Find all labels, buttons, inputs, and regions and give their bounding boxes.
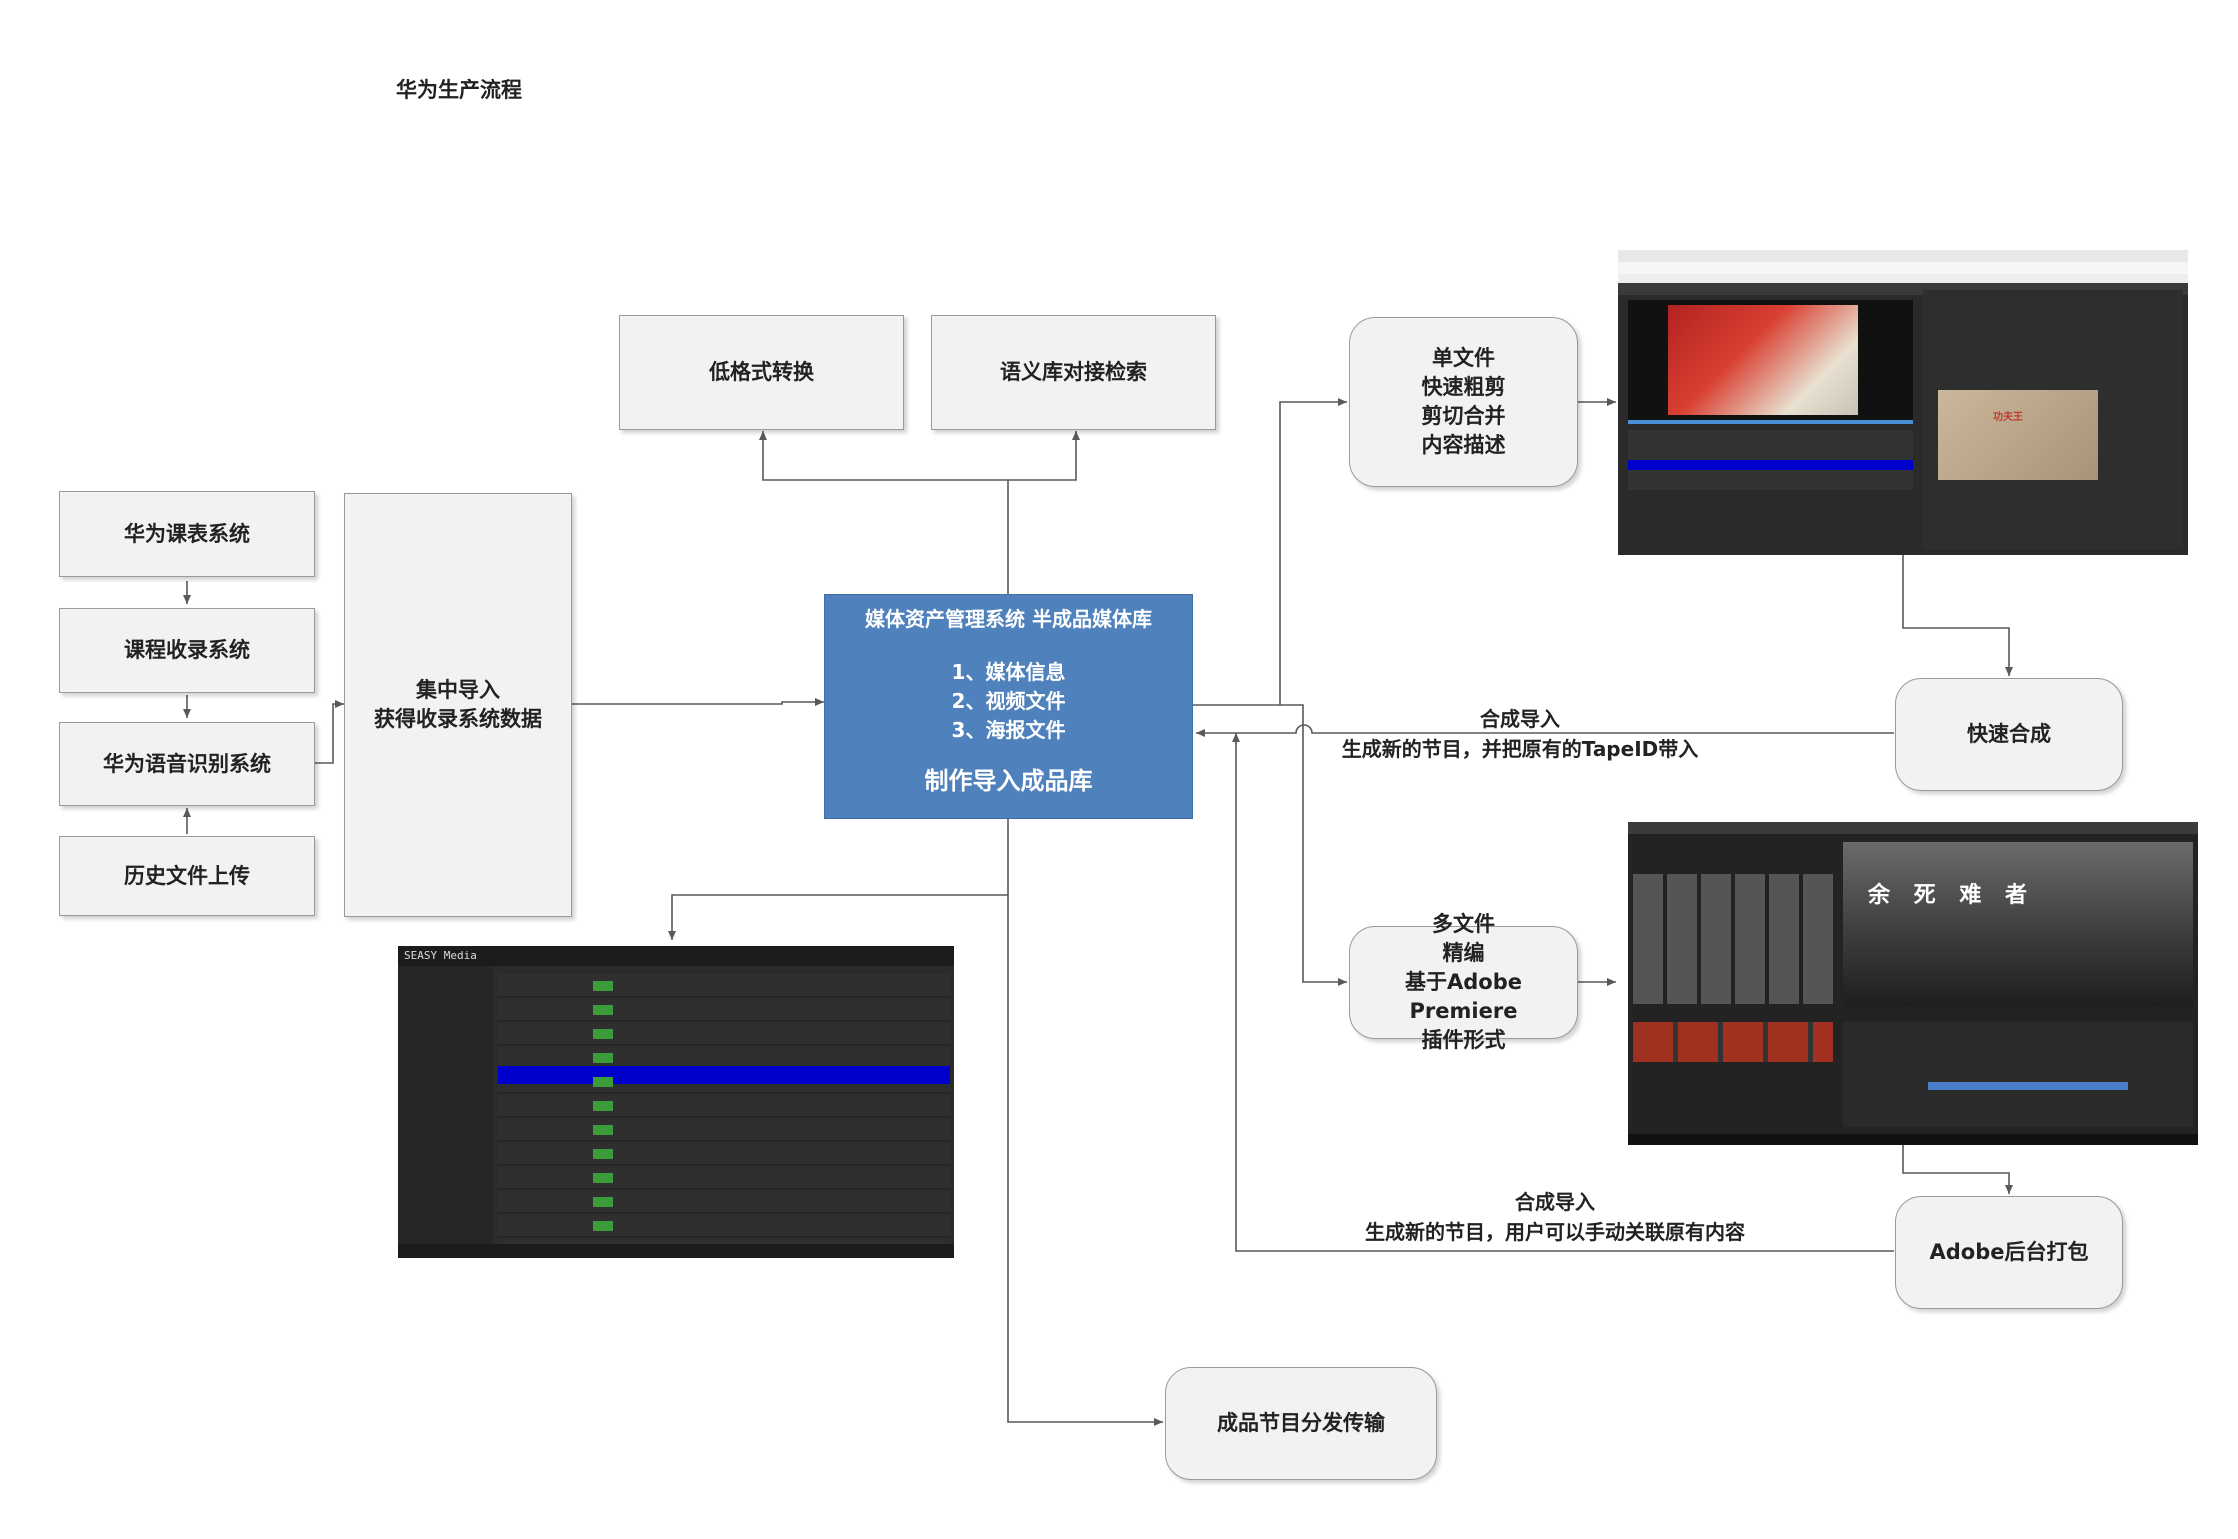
selected-clip-row: [1628, 460, 1913, 470]
page-title: 华为生产流程: [396, 78, 522, 102]
premiere-overlay-text: 余 死 难 者: [1868, 883, 2035, 908]
node-course-record: 课程收录系统: [59, 608, 315, 693]
node-distribute: 成品节目分发传输: [1165, 1367, 1437, 1480]
tomato-video-frame: [1668, 305, 1858, 415]
edge-adobe-pack-to-mam: [1232, 733, 1894, 1252]
media-manager-brand: SEASY Media: [404, 949, 477, 962]
node-adobe-pack: Adobe后台打包: [1895, 1196, 2123, 1309]
node-single-file: 单文件 快速粗剪 剪切合并 内容描述: [1349, 317, 1578, 487]
screenshot-media-manager: SEASY Media: [398, 946, 954, 1258]
node-central-import: 集中导入 获得收录系统数据: [344, 493, 572, 917]
node-history-upload: 历史文件上传: [59, 836, 315, 916]
edge-shot-to-fast-compose: [1902, 555, 2013, 676]
edge-to-low-format: [759, 431, 1008, 481]
node-timetable: 华为课表系统: [59, 491, 315, 577]
edge-to-media-manager: [668, 819, 1009, 940]
edge-fast-compose-to-mam: [1196, 724, 1894, 737]
node-speech-recognition: 华为语音识别系统: [59, 722, 315, 806]
node-multi-file: 多文件 精编 基于Adobe Premiere 插件形式: [1349, 912, 1578, 1052]
mam-footer: 制作导入成品库: [924, 767, 1093, 795]
edge-central-to-mam: [572, 698, 824, 706]
mam-item-list: 1、媒体信息 2、视频文件 3、海报文件: [951, 660, 1066, 742]
thumbnail-text: 功夫王: [1993, 412, 2023, 423]
edge-to-distribute: [1007, 895, 1163, 1426]
node-low-format: 低格式转换: [619, 315, 904, 430]
edge-to-semantic: [1008, 431, 1080, 481]
node-semantic-search: 语义库对接检索: [931, 315, 1216, 430]
edge-label-compose-import-tapeid: 合成导入 生成新的节目，并把原有的TapeID带入: [1341, 707, 1699, 761]
edge-shot-to-adobe-pack: [1902, 1145, 2013, 1194]
highlighted-asset-row: [498, 1066, 950, 1084]
edge-label-compose-import-manual: 合成导入 生成新的节目，用户可以手动关联原有内容: [1365, 1190, 1745, 1244]
node-media-asset-system: 媒体资产管理系统 半成品媒体库 1、媒体信息 2、视频文件 3、海报文件 制作导…: [824, 594, 1193, 819]
screenshot-single-file-editor: 功夫王: [1618, 250, 2188, 555]
mam-title: 媒体资产管理系统 半成品媒体库: [865, 607, 1152, 631]
node-fast-compose: 快速合成: [1895, 678, 2123, 791]
edge-speech-to-central: [315, 700, 344, 764]
poster-thumbnail: [1938, 390, 2098, 480]
edge-to-multi: [1280, 704, 1347, 986]
edge-to-single: [1279, 398, 1347, 705]
screenshot-adobe-premiere: 余 死 难 者: [1628, 822, 2198, 1145]
